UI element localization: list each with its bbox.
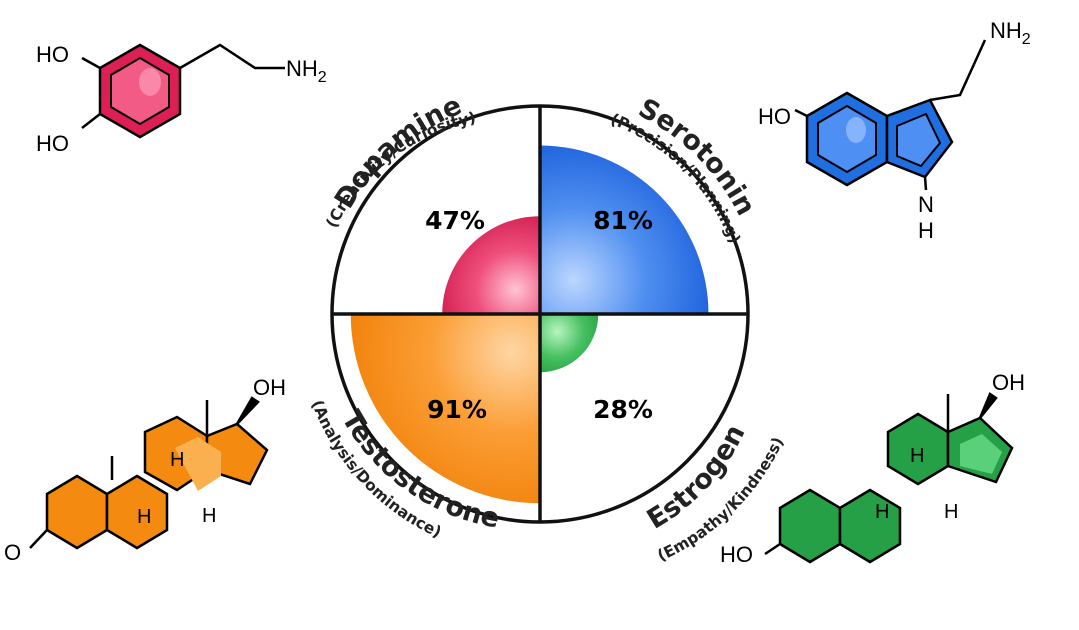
serotonin-percent: 81% — [593, 206, 653, 235]
serotonin-molecule: HO NH2 N H — [758, 18, 1031, 243]
estrogen-percent: 28% — [593, 395, 653, 424]
estrogen-molecule: OH HO H H H — [720, 370, 1025, 567]
testosterone-h3: H — [202, 505, 216, 527]
serotonin-n: N — [918, 192, 934, 217]
serotonin-fill — [540, 145, 709, 314]
testosterone-o: O — [4, 540, 21, 565]
dopamine-molecule: HO HO NH2 — [36, 42, 327, 156]
testosterone-h2: H — [170, 449, 184, 471]
dopamine-ho-top: HO — [36, 42, 69, 67]
testosterone-fill — [350, 314, 540, 504]
estrogen-ho: HO — [720, 542, 753, 567]
estrogen-fill — [540, 314, 599, 373]
testosterone-oh: OH — [253, 375, 286, 400]
estrogen-oh: OH — [992, 370, 1025, 395]
testosterone-h1: H — [137, 506, 151, 528]
estrogen-label: Estrogen — [642, 420, 752, 536]
dopamine-percent: 47% — [425, 206, 485, 235]
estrogen-h3: H — [944, 501, 958, 523]
dopamine-fill — [442, 216, 540, 314]
testosterone-molecule: OH O H H H — [4, 375, 286, 565]
estrogen-h2: H — [875, 501, 889, 523]
dopamine-ho-bottom: HO — [36, 131, 69, 156]
serotonin-nh2: NH2 — [990, 18, 1031, 48]
serotonin-ho: HO — [758, 104, 791, 129]
serotonin-h: H — [918, 218, 934, 243]
testosterone-percent: 91% — [427, 395, 487, 424]
dopamine-nh2: NH2 — [286, 56, 327, 86]
estrogen-h1: H — [910, 445, 924, 467]
